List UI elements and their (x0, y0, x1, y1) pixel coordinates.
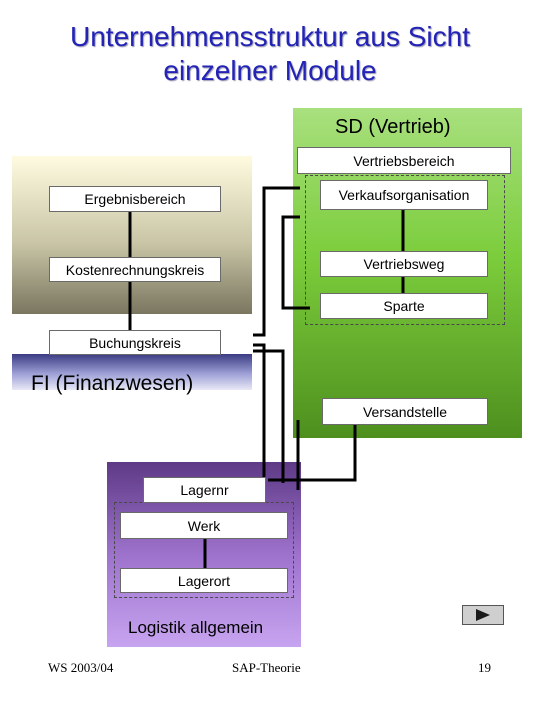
title-line-1: Unternehmensstruktur aus Sicht (70, 21, 470, 52)
line-sparte-link (281, 215, 310, 310)
verkaufsorganisation-box: Verkaufsorganisation (320, 180, 488, 210)
play-icon (476, 609, 490, 621)
title-line-2: einzelner Module (163, 55, 377, 86)
line-buchungskreis-werk (253, 349, 285, 483)
line-versandstelle-logistik (268, 425, 357, 482)
fi-label: FI (Finanzwesen) (31, 372, 194, 395)
ergebnisbereich-box: Ergebnisbereich (49, 186, 221, 212)
sparte-box: Sparte (320, 293, 488, 319)
vertriebsbereich-box: Vertriebsbereich (297, 147, 511, 174)
footer-page-number: 19 (478, 660, 491, 675)
line-verkaufsorg-buchungskreis (253, 186, 300, 337)
line-buchungskreis-lagernr (253, 343, 266, 483)
buchungskreis-box: Buchungskreis (49, 330, 221, 355)
lagerort-box: Lagerort (120, 568, 288, 593)
footer-semester: WS 2003/04 (48, 660, 114, 675)
versandstelle-box: Versandstelle (322, 398, 488, 425)
kostenrechnungskreis-box: Kostenrechnungskreis (49, 257, 221, 282)
sd-dashed-group (305, 175, 505, 325)
footer-course: SAP-Theorie (232, 660, 301, 675)
lagernr-box: Lagernr (143, 477, 266, 503)
logistik-label: Logistik allgemein (128, 618, 264, 637)
fi-label-strip (12, 354, 252, 390)
connector-group (128, 186, 405, 568)
fi-module-panel (12, 156, 252, 314)
werk-box: Werk (120, 512, 288, 539)
sd-label: SD (Vertrieb) (335, 116, 451, 138)
vertriebsweg-box: Vertriebsweg (320, 251, 488, 277)
slide-title: Unternehmensstruktur aus Sicht einzelner… (0, 20, 540, 88)
next-slide-button[interactable] (462, 605, 504, 625)
